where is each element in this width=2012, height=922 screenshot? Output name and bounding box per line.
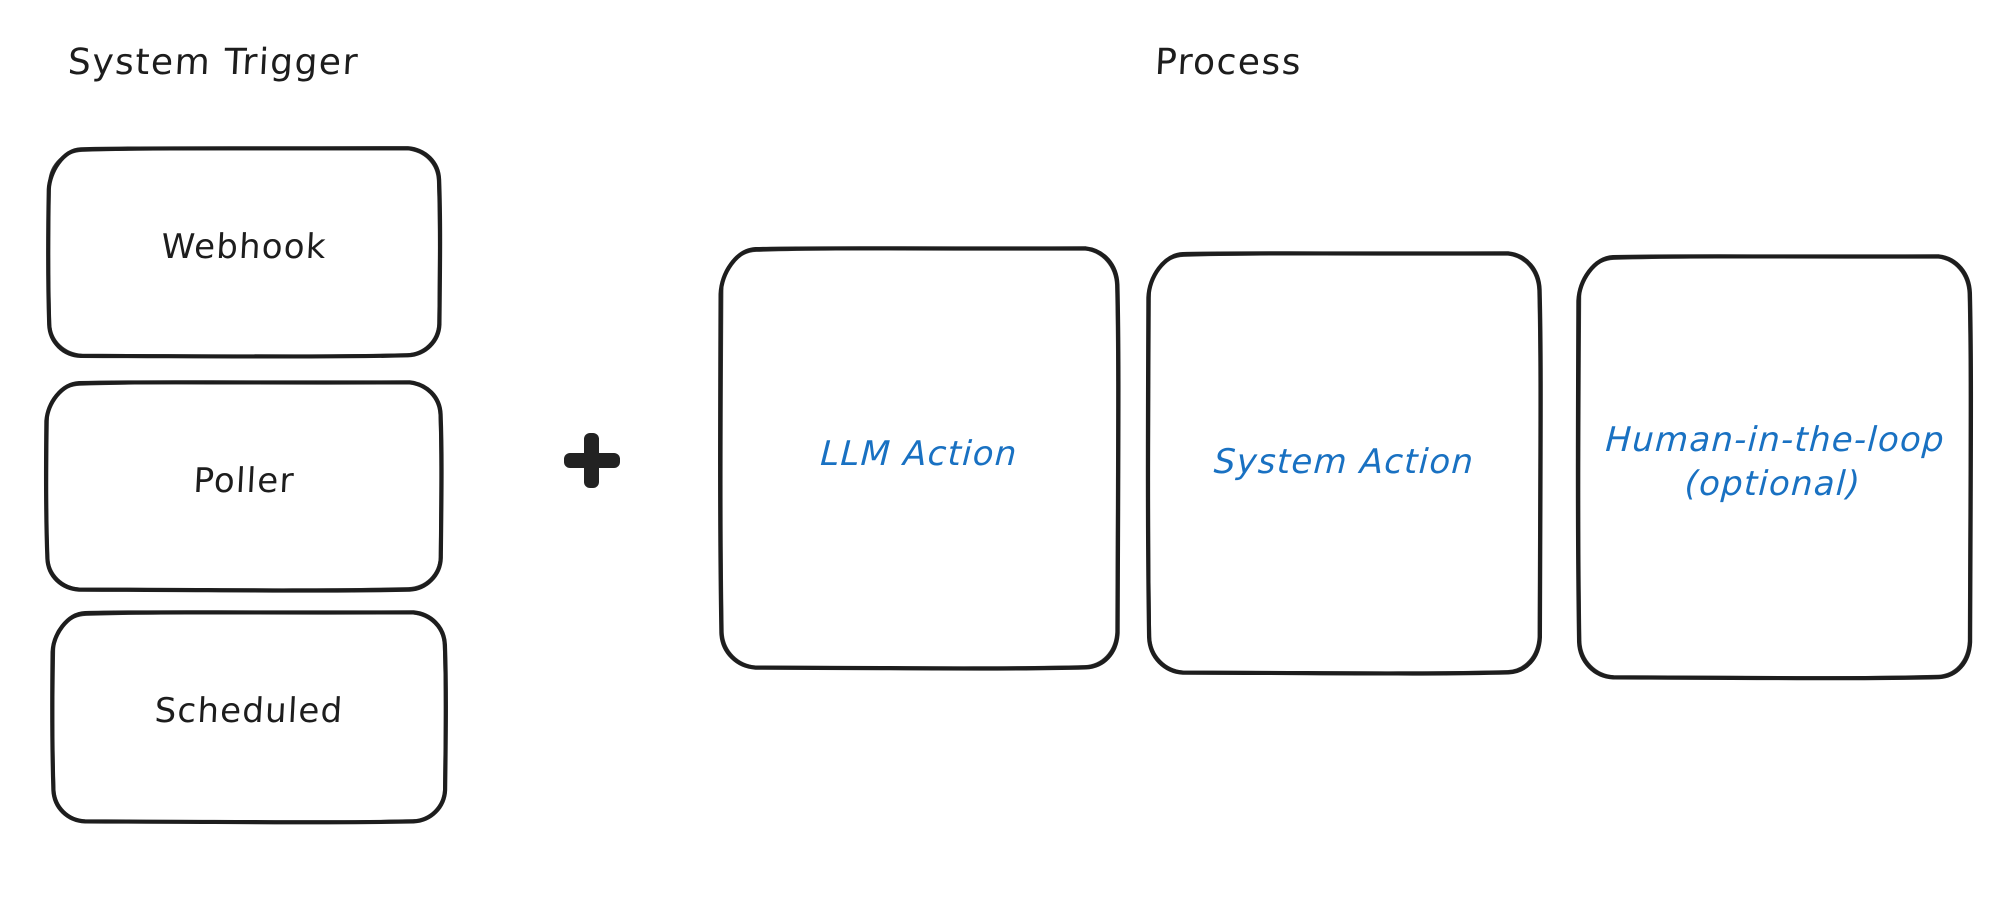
node-label-human-in-the-loop: Human-in-the-loop (optional): [1604, 420, 1946, 504]
node-system-action[interactable]: System Action: [1145, 251, 1543, 676]
node-label-llm-action: LLM Action: [819, 434, 1019, 474]
node-llm-action[interactable]: LLM Action: [718, 246, 1121, 671]
node-label-scheduled: Scheduled: [153, 691, 345, 731]
section-title-process: Process: [1153, 42, 1304, 83]
section-title-system-trigger: System Trigger: [66, 42, 360, 83]
plus-sign-icon: [556, 424, 628, 496]
plus-bar-vertical: [584, 433, 599, 488]
node-webhook[interactable]: Webhook: [46, 146, 443, 359]
node-label-poller: Poller: [192, 461, 296, 501]
node-label-webhook: Webhook: [160, 227, 328, 267]
node-poller[interactable]: Poller: [43, 380, 444, 593]
node-label-system-action: System Action: [1212, 442, 1476, 482]
node-human-in-the-loop[interactable]: Human-in-the-loop (optional): [1575, 254, 1974, 681]
node-scheduled[interactable]: Scheduled: [50, 610, 448, 825]
